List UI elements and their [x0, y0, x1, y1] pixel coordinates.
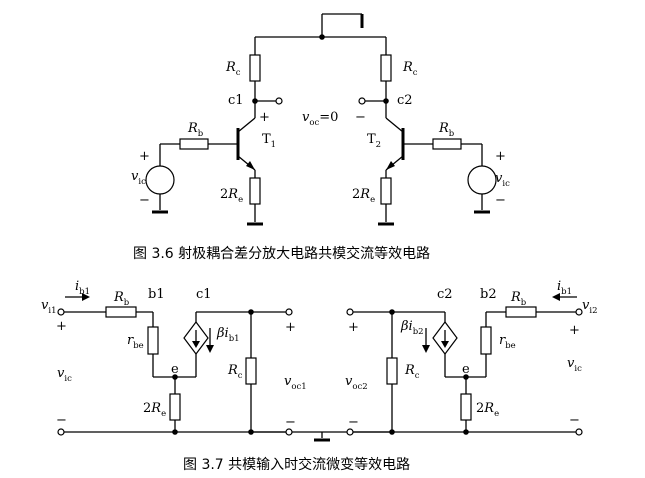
- transistor-t2: [385, 117, 405, 178]
- t1-label: T1: [262, 132, 276, 150]
- re-right-label-37: 2Re: [476, 401, 499, 419]
- vic-left-label: vic: [131, 169, 146, 187]
- vic-left-source: [145, 165, 175, 195]
- re-left-label: 2Re: [220, 187, 243, 205]
- rc-left-label: Rc: [225, 60, 241, 78]
- plus-src-right: +: [495, 149, 506, 164]
- minus-src-left: −: [139, 193, 150, 208]
- ib1-right-label: ib1: [557, 279, 572, 297]
- rc-left-label-37: Rc: [227, 363, 243, 381]
- t2-label: T2: [367, 132, 381, 150]
- beta-ib2-label: βib2: [400, 319, 424, 337]
- plus-src-left: +: [139, 149, 150, 164]
- plus-out-left: +: [285, 320, 296, 335]
- figure-3-6: Rc Rc c1 c2 + − voc=0 Rb Rb T1 T2 + vic …: [131, 13, 510, 262]
- rc-right-label: Rc: [402, 60, 418, 78]
- e-right-label: e: [462, 362, 470, 377]
- re-right-label: 2Re: [352, 187, 375, 205]
- rb-right-resistor-37: [505, 306, 537, 318]
- voc1-label: voc1: [284, 374, 307, 392]
- rb-right-resistor: [432, 138, 462, 150]
- rb-right-label: Rb: [438, 121, 455, 139]
- junction-dot: [319, 34, 325, 40]
- voc2-label: voc2: [345, 374, 368, 392]
- rbe-left-label: rbe: [127, 333, 144, 351]
- ib1-left-label: ib1: [75, 279, 90, 297]
- top-ground-symbol: [321, 13, 364, 37]
- b2-label: b2: [480, 287, 497, 302]
- vic-right-label: vic: [495, 171, 510, 189]
- re-left-label-37: 2Re: [143, 401, 166, 419]
- minus-in-right: −: [569, 413, 580, 428]
- beta-ib1-label: βib1: [216, 326, 240, 344]
- rbe-left-resistor: [147, 326, 159, 355]
- vic-left-label-37: vic: [57, 366, 72, 384]
- c2-label: c2: [397, 93, 413, 108]
- plus-c1: +: [259, 110, 270, 125]
- minus-src-right: −: [495, 193, 506, 208]
- minus-in-left: −: [56, 413, 67, 428]
- voc1-plus-terminal: [285, 308, 293, 316]
- vi2-label: vi2: [582, 298, 598, 316]
- c1-label-37: c1: [196, 287, 212, 302]
- figure-3-6-caption: 图 3.6 射极耦合差分放大电路共模交流等效电路: [133, 245, 430, 262]
- voc-equals-zero-label: voc=0: [302, 110, 338, 128]
- e-left-label: e: [171, 362, 179, 377]
- re-right-resistor-37: [460, 393, 472, 421]
- rb-left-resistor: [179, 138, 209, 150]
- rc-right-resistor-37: [386, 357, 398, 385]
- voc2-plus-terminal: [346, 308, 354, 316]
- vi1-terminal: [57, 308, 65, 316]
- voc1-minus-terminal: [285, 428, 293, 436]
- figure-3-7-caption: 图 3.7 共模输入时交流微变等效电路: [183, 456, 410, 473]
- c2-label-37: c2: [437, 287, 453, 302]
- voc2-minus-terminal: [346, 428, 354, 436]
- plus-in-left: +: [56, 319, 67, 334]
- rc-right-resistor: [380, 54, 392, 82]
- rbe-right-resistor: [480, 326, 492, 355]
- rb-left-resistor-37: [105, 306, 137, 318]
- minus-out-left: −: [285, 415, 296, 430]
- rb-left-label: Rb: [187, 121, 204, 139]
- re-left-resistor-37: [169, 393, 181, 421]
- re-left-resistor: [249, 177, 261, 205]
- minus-c2: −: [355, 110, 366, 125]
- b1-label: b1: [148, 287, 165, 302]
- transistor-t1: [236, 117, 256, 178]
- vic-right-source: [467, 165, 497, 195]
- vic-right-label-37: vic: [567, 356, 582, 374]
- c2-output-terminal: [358, 97, 366, 105]
- plus-out-right: +: [348, 320, 359, 335]
- rc-left-resistor-37: [245, 357, 257, 385]
- rbe-right-label: rbe: [499, 333, 516, 351]
- rc-right-label-37: Rc: [404, 363, 420, 381]
- rb-right-label-37: Rb: [510, 290, 527, 308]
- figure-3-7: vi1 ib1 Rb b1 c1 rbe βib1 e Rc 2Re + vic…: [41, 279, 598, 473]
- rc-left-resistor: [249, 54, 261, 82]
- re-right-resistor: [380, 177, 392, 205]
- rb-left-label-37: Rb: [113, 290, 130, 308]
- plus-in-right: +: [569, 323, 580, 338]
- minus-out-right: −: [348, 415, 359, 430]
- vi1-label: vi1: [41, 298, 57, 316]
- c1-label: c1: [228, 93, 244, 108]
- c1-output-terminal: [275, 97, 283, 105]
